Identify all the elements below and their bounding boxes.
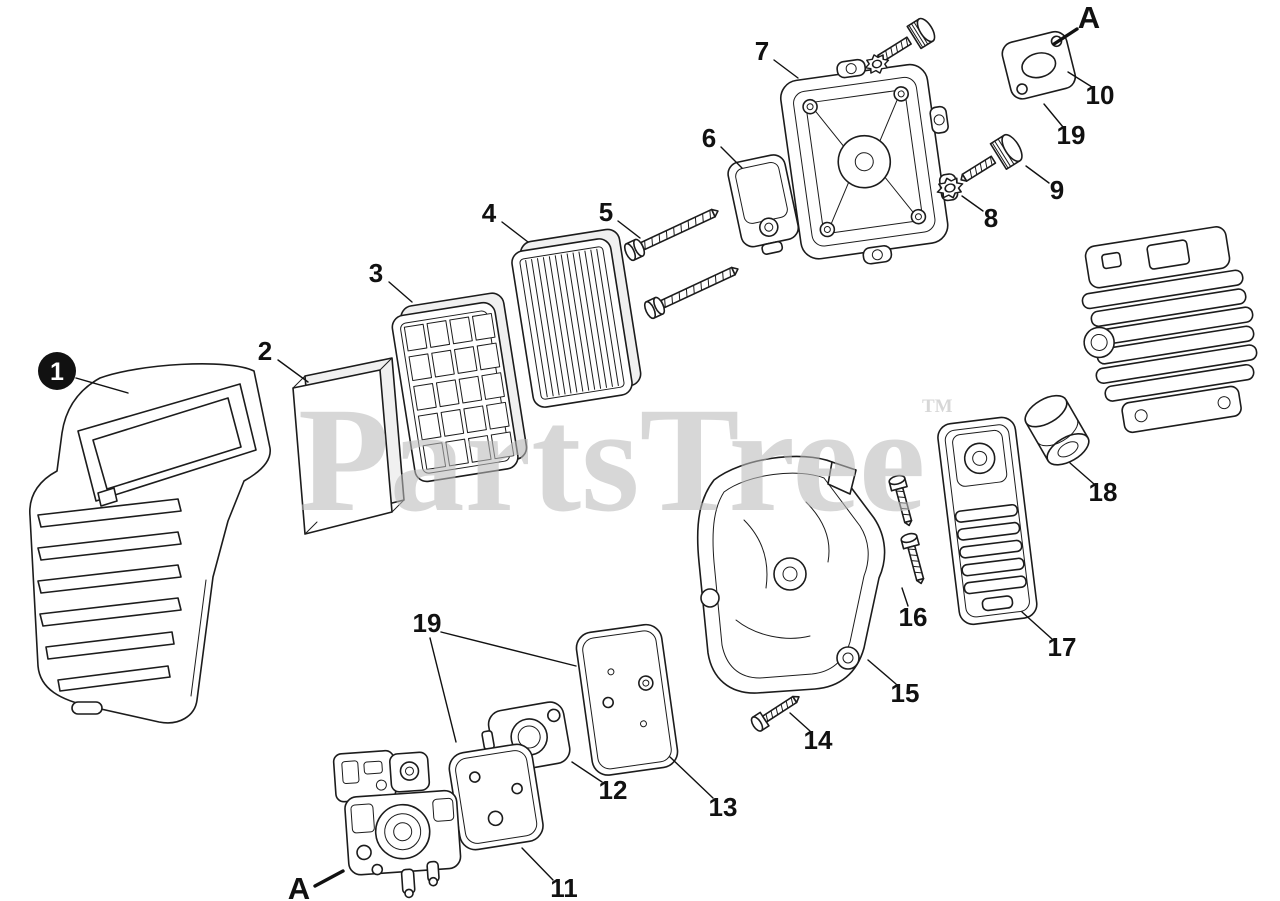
part-screw-14 — [750, 695, 800, 732]
svg-text:14: 14 — [804, 725, 833, 755]
part-air-filter-housing — [779, 58, 959, 265]
svg-text:17: 17 — [1048, 632, 1077, 662]
svg-text:8: 8 — [984, 203, 998, 233]
callout-6[interactable]: 6 — [702, 123, 743, 169]
svg-text:9: 9 — [1050, 175, 1064, 205]
svg-text:5: 5 — [599, 197, 613, 227]
part-star-washer-8 — [936, 177, 964, 199]
part-carburetor — [332, 749, 462, 899]
part-air-cleaner-cover — [29, 363, 271, 724]
callout-15[interactable]: 15 — [867, 659, 920, 708]
callout-19-top[interactable]: 19 — [1043, 103, 1086, 150]
watermark: PartsTree TM — [298, 377, 953, 543]
part-star-washer-top — [864, 54, 890, 74]
svg-text:16: 16 — [899, 602, 928, 632]
part-cylinder — [1081, 226, 1258, 434]
part-knob-screw-top — [876, 17, 936, 63]
svg-text:3: 3 — [369, 258, 383, 288]
callout-18[interactable]: 18 — [1069, 462, 1118, 507]
svg-text:4: 4 — [482, 198, 497, 228]
svg-text:A: A — [288, 871, 310, 901]
svg-text:19: 19 — [1057, 120, 1086, 150]
callout-13[interactable]: 13 — [669, 756, 738, 822]
part-screw-long-a — [623, 208, 719, 262]
part-intake-boot — [1024, 394, 1090, 466]
callout-4[interactable]: 4 — [482, 198, 529, 243]
part-air-filter-element — [511, 228, 642, 408]
part-screw-16a — [888, 474, 913, 527]
part-grid-filter — [391, 292, 528, 483]
svg-text:6: 6 — [702, 123, 716, 153]
callout-8[interactable]: 8 — [961, 195, 998, 233]
svg-text:2: 2 — [258, 336, 272, 366]
callout-11[interactable]: 11 — [521, 847, 578, 901]
svg-text:12: 12 — [599, 775, 628, 805]
svg-text:15: 15 — [891, 678, 920, 708]
callout-14[interactable]: 14 — [789, 712, 833, 755]
watermark-tm: TM — [922, 396, 953, 417]
part-gasket-13 — [575, 623, 679, 776]
part-choke-cover — [727, 154, 800, 255]
svg-text:7: 7 — [755, 36, 769, 66]
part-engine-backplate — [696, 455, 886, 694]
svg-text:19: 19 — [413, 608, 442, 638]
callout-1-badge[interactable] — [38, 352, 76, 390]
part-gasket-11 — [448, 743, 544, 851]
callout-a-top[interactable]: A — [1052, 0, 1100, 46]
callout-19-mid[interactable]: 19 — [413, 608, 577, 743]
watermark-text: PartsTree — [298, 377, 925, 543]
svg-text:1: 1 — [50, 358, 64, 386]
part-heat-shield — [937, 416, 1038, 626]
callout-16[interactable]: 16 — [899, 587, 928, 632]
callout-12[interactable]: 12 — [571, 761, 628, 805]
callout-9[interactable]: 9 — [1025, 165, 1064, 205]
callout-5[interactable]: 5 — [599, 197, 641, 239]
callout-1[interactable]: 1 — [38, 352, 129, 394]
svg-text:11: 11 — [550, 873, 578, 901]
part-gasket-10 — [1001, 30, 1077, 100]
svg-text:A: A — [1078, 0, 1100, 35]
part-knob-screw-9 — [960, 133, 1023, 182]
part-screw-long-b — [643, 266, 739, 320]
callout-a-bottom[interactable]: A — [288, 869, 345, 901]
svg-text:10: 10 — [1086, 80, 1115, 110]
callout-2[interactable]: 2 — [258, 336, 309, 383]
callout-17[interactable]: 17 — [1021, 611, 1077, 662]
svg-text:13: 13 — [709, 792, 738, 822]
part-filter-pad — [292, 357, 405, 535]
callout-7[interactable]: 7 — [755, 36, 799, 79]
callout-3[interactable]: 3 — [369, 258, 413, 303]
part-screw-16b — [900, 532, 925, 585]
svg-text:18: 18 — [1089, 477, 1118, 507]
callout-10[interactable]: 10 — [1067, 71, 1115, 110]
